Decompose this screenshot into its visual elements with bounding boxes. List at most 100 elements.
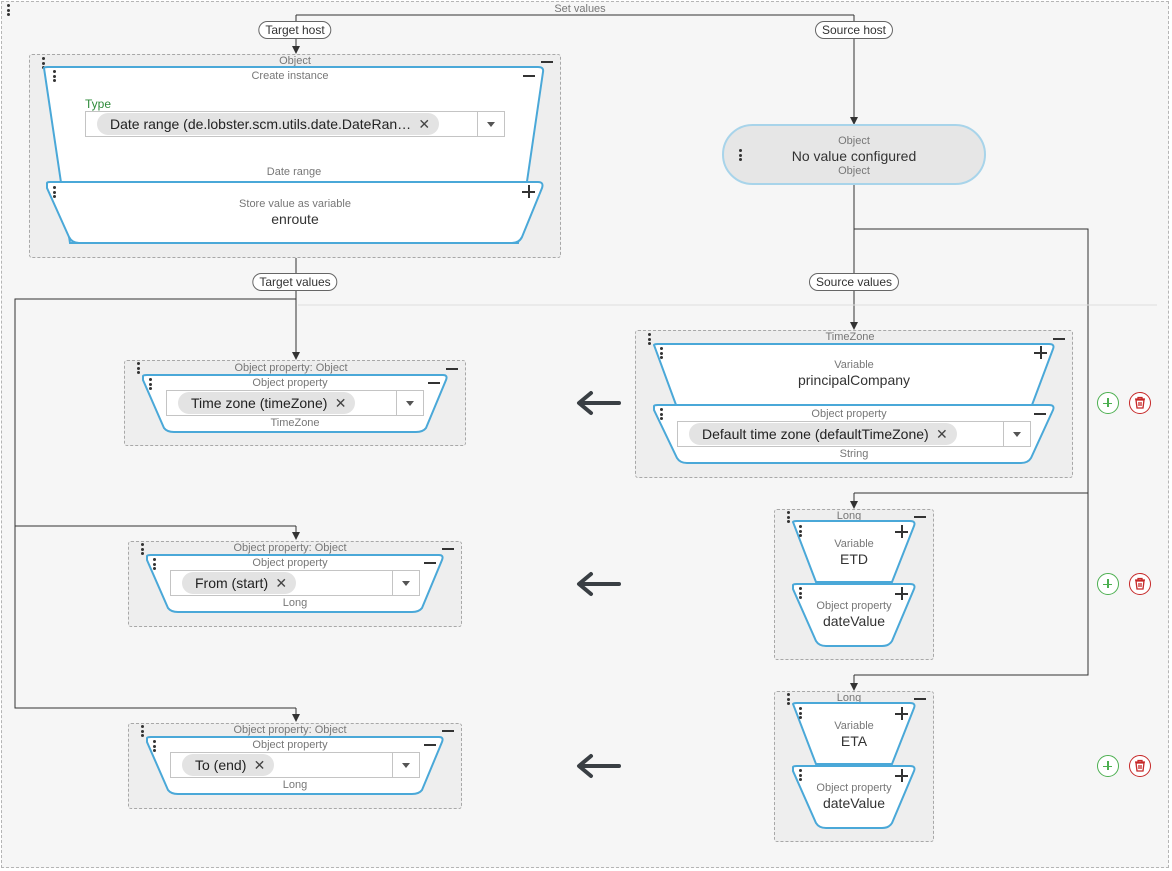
row2-source-menu-icon[interactable] (786, 511, 790, 523)
row2-target-header: Object property: Object (233, 542, 347, 554)
date-range-label: Date range (266, 166, 322, 178)
frame-menu-icon[interactable] (6, 4, 10, 16)
row1-target-collapse-icon[interactable] (446, 368, 458, 370)
row1-target-prop-label: Object property (252, 377, 328, 389)
row2-source-var-value: ETD (840, 551, 868, 567)
row3-source-menu-icon[interactable] (786, 693, 790, 705)
row1-target-prop-menu-icon[interactable] (148, 378, 152, 390)
row2-add-button[interactable] (1097, 573, 1119, 595)
row1-source-var-expand-icon[interactable] (1034, 346, 1047, 359)
row2-source-var-expand-icon[interactable] (895, 525, 908, 538)
row1-target-prop-collapse-icon[interactable] (428, 382, 440, 384)
close-icon[interactable]: ✕ (275, 575, 288, 591)
row3-delete-button[interactable] (1129, 755, 1151, 777)
row3-target-prop-menu-icon[interactable] (152, 740, 156, 752)
store-value-name: enroute (271, 211, 319, 227)
row2-source-prop-expand-icon[interactable] (895, 587, 908, 600)
row1-target-chip-text: Time zone (timeZone) (191, 395, 328, 411)
row2-target-collapse-icon[interactable] (442, 548, 454, 550)
row1-add-button[interactable] (1097, 392, 1119, 414)
row3-add-button[interactable] (1097, 755, 1119, 777)
row3-source-collapse-icon[interactable] (914, 698, 926, 700)
row2-source-prop-label: Object property (816, 600, 892, 612)
row2-source-var-label: Variable (834, 538, 874, 550)
close-icon[interactable]: ✕ (253, 757, 266, 773)
row2-delete-button[interactable] (1129, 573, 1151, 595)
row2-target-chip: From (start) ✕ (182, 572, 297, 594)
row2-target-prop-label: Object property (252, 557, 328, 569)
target-values-label: Target values (252, 273, 338, 291)
row1-target-header: Object property: Object (234, 362, 348, 374)
chevron-down-icon[interactable] (392, 571, 419, 595)
store-variable-menu-icon[interactable] (52, 186, 56, 198)
row2-source-collapse-icon[interactable] (914, 516, 926, 518)
row1-source-collapse-icon[interactable] (1053, 338, 1065, 340)
row1-target-menu-icon[interactable] (136, 362, 140, 374)
row3-source-prop-expand-icon[interactable] (895, 769, 908, 782)
chevron-down-icon[interactable] (392, 753, 419, 777)
create-instance-label: Create instance (251, 70, 329, 82)
close-icon[interactable]: ✕ (418, 116, 431, 132)
row1-delete-button[interactable] (1129, 392, 1151, 414)
trash-icon (1135, 577, 1145, 590)
row3-source-prop-value: dateValue (822, 795, 885, 811)
type-chip-text: Date range (de.lobster.scm.utils.date.Da… (110, 116, 412, 132)
row3-source-var-label: Variable (834, 720, 874, 732)
row1-source-prop-label: Object property (811, 408, 887, 420)
source-object-node[interactable]: Object No value configured Object (722, 124, 986, 185)
row2-target-select[interactable]: From (start) ✕ (170, 570, 420, 596)
row1-source-var-label: Variable (834, 359, 874, 371)
row1-source-prop-collapse-icon[interactable] (1034, 413, 1046, 415)
row1-source-type: String (839, 448, 869, 460)
row2-source-prop-value: dateValue (822, 613, 885, 629)
left-arrow-icon (577, 572, 621, 596)
chevron-down-icon[interactable] (1003, 422, 1030, 446)
row3-target-menu-icon[interactable] (140, 725, 144, 737)
row3-source-prop-menu-icon[interactable] (798, 769, 802, 781)
row1-target-select[interactable]: Time zone (timeZone) ✕ (166, 390, 424, 416)
target-object-collapse-icon[interactable] (541, 61, 553, 63)
row3-source-var-menu-icon[interactable] (798, 707, 802, 719)
source-object-menu-icon[interactable] (738, 149, 742, 161)
row3-target-collapse-icon[interactable] (442, 730, 454, 732)
row3-source-var-expand-icon[interactable] (895, 707, 908, 720)
row3-target-type: Long (282, 779, 308, 791)
store-value-label: Store value as variable (239, 198, 351, 210)
row1-source-menu-icon[interactable] (647, 333, 651, 345)
source-object-top: Object (838, 135, 870, 147)
row2-source-prop-shape (792, 583, 916, 647)
row1-source-chip: Default time zone (defaultTimeZone) ✕ (689, 423, 957, 445)
create-instance-menu-icon[interactable] (52, 70, 56, 82)
chevron-down-icon[interactable] (477, 112, 504, 136)
row1-source-prop-menu-icon[interactable] (659, 408, 663, 420)
row1-source-var-value: principalCompany (797, 372, 911, 388)
source-object-bottom: Object (838, 165, 870, 177)
row1-source-select[interactable]: Default time zone (defaultTimeZone) ✕ (677, 421, 1031, 447)
source-host-label: Source host (814, 21, 894, 39)
source-values-label: Source values (808, 273, 900, 291)
row1-source-var-menu-icon[interactable] (659, 347, 663, 359)
close-icon[interactable]: ✕ (935, 426, 948, 442)
create-instance-collapse-icon[interactable] (523, 75, 535, 77)
row2-target-prop-collapse-icon[interactable] (424, 562, 436, 564)
close-icon[interactable]: ✕ (334, 395, 347, 411)
row2-target-prop-menu-icon[interactable] (152, 558, 156, 570)
left-arrow-icon (577, 391, 621, 415)
type-select[interactable]: Date range (de.lobster.scm.utils.date.Da… (85, 111, 505, 137)
target-object-header: Object (279, 55, 311, 67)
store-variable-expand-icon[interactable] (522, 185, 535, 198)
row2-target-menu-icon[interactable] (140, 543, 144, 555)
row3-target-chip: To (end) ✕ (182, 754, 275, 776)
row3-source-prop-shape (792, 765, 916, 829)
row3-target-prop-label: Object property (252, 739, 328, 751)
row3-target-select[interactable]: To (end) ✕ (170, 752, 420, 778)
row2-source-var-menu-icon[interactable] (798, 525, 802, 537)
chevron-down-icon[interactable] (396, 391, 423, 415)
type-label: Type (85, 97, 112, 111)
row3-target-chip-text: To (end) (195, 757, 247, 773)
row2-source-prop-menu-icon[interactable] (798, 587, 802, 599)
row3-target-header: Object property: Object (233, 724, 347, 736)
row1-target-type: TimeZone (270, 417, 320, 429)
row3-target-prop-collapse-icon[interactable] (424, 744, 436, 746)
